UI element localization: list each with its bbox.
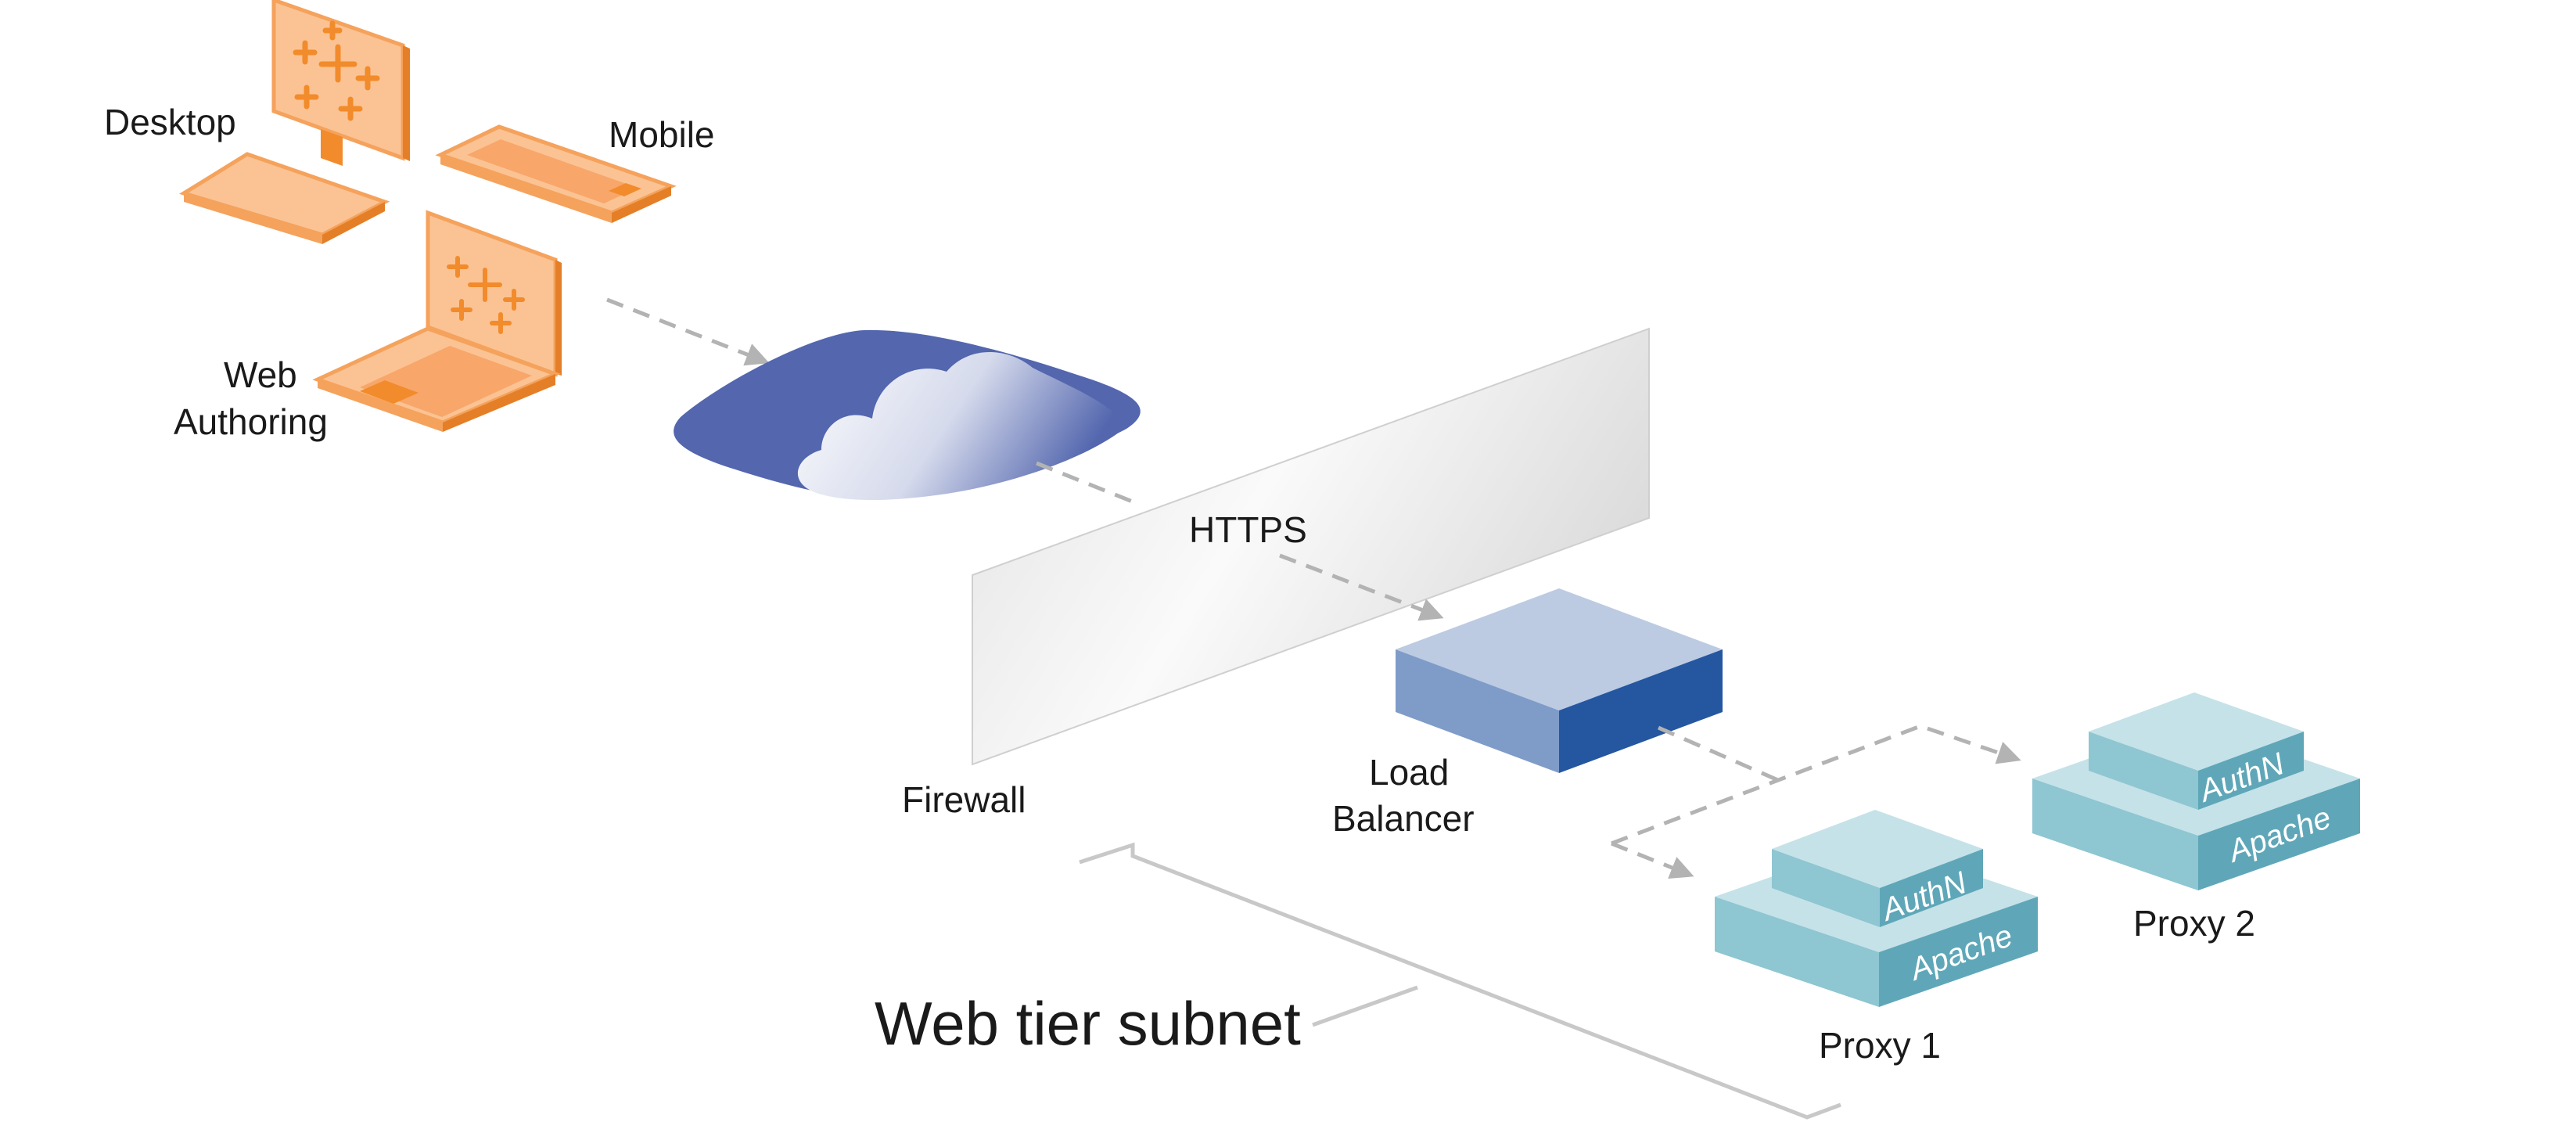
arrow-lb-to-proxies: [1657, 725, 1781, 783]
arrow-to-proxy2: [1611, 724, 2021, 846]
web-authoring-label-line2: Authoring: [174, 401, 328, 442]
mobile-icon: [435, 124, 677, 223]
arrow-devices-to-cloud: [606, 297, 770, 366]
load-balancer-label-line2: Balancer: [1332, 798, 1475, 839]
firewall-panel: [972, 327, 1650, 766]
firewall-label: Firewall: [902, 779, 1026, 820]
https-label: HTTPS: [1189, 509, 1307, 550]
proxy1-label: Proxy 1: [1819, 1025, 1941, 1066]
arrow-https-to-load-balancer: [1279, 553, 1444, 621]
desktop-label: Desktop: [104, 102, 236, 142]
internet-cloud-icon: [674, 329, 1141, 501]
desktop-icon: [178, 0, 410, 244]
subnet-pointer-line: [1312, 985, 1418, 1027]
subnet-label: Web tier subnet: [875, 989, 1301, 1058]
proxy1-box: [1715, 810, 2038, 1007]
arrow-cloud-to-firewall: [1036, 461, 1135, 505]
subnet-bracket: [1079, 842, 1841, 1120]
laptop-icon: [312, 210, 562, 432]
load-balancer-label-line1: Load: [1369, 752, 1449, 793]
web-authoring-label-line1: Web: [224, 354, 297, 395]
proxy2-label: Proxy 2: [2133, 903, 2255, 944]
proxy2-box: [2032, 692, 2360, 890]
mobile-label: Mobile: [609, 114, 715, 155]
arrow-to-proxy1: [1611, 841, 1694, 879]
load-balancer-box: [1396, 588, 1723, 773]
